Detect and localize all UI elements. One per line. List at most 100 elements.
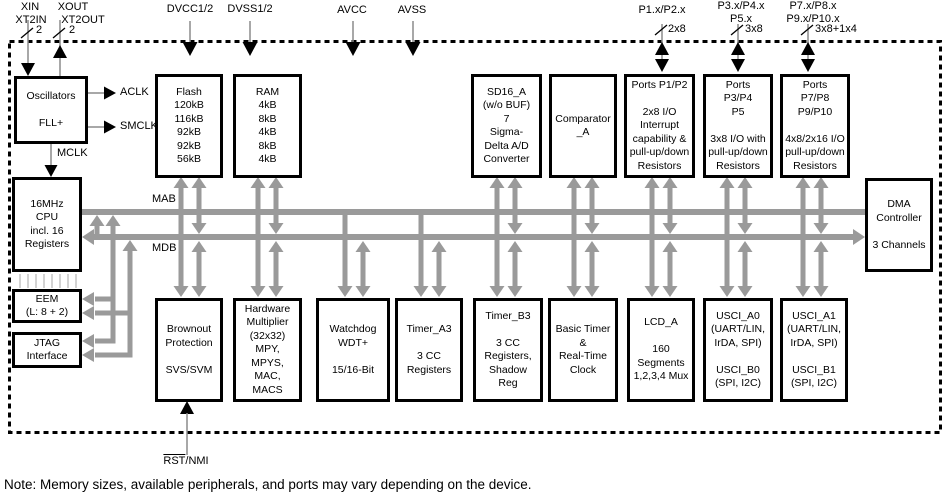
pin-label-dvss: DVSS1/2 [227, 3, 273, 15]
mab-bus [82, 209, 865, 215]
arrowhead [662, 286, 678, 297]
arrowhead [250, 177, 266, 188]
pin-label-p1-p2: P1.x/P2.x [638, 4, 686, 16]
arrowhead [191, 223, 207, 234]
block-usci-a1-b1: USCI_A1 (UART/LIN, IrDA, SPI) USCI_B1 (S… [780, 298, 848, 402]
arrowhead [489, 177, 505, 188]
signal-label-aclk: ACLK [120, 86, 149, 98]
arrowhead [813, 286, 829, 297]
block-basic-timer-rtc: Basic Timer & Real-Time Clock [548, 298, 618, 402]
p7-p10-in-arrowhead [801, 59, 815, 72]
bus-label-mab: MAB [152, 193, 176, 205]
bus-label-mdb: MDB [152, 242, 177, 254]
arrowhead [268, 177, 284, 188]
signal-label-mclk: MCLK [57, 147, 88, 159]
bus-width-p3-p5: 3x8 [745, 23, 763, 35]
xin-bus-slash [20, 27, 34, 39]
avcc-arrowhead [345, 42, 361, 56]
p1-p2-in-arrowhead [655, 59, 669, 72]
p3-p5-in-arrowhead [731, 59, 745, 72]
bus-width-xout: 2 [69, 24, 76, 36]
block-ports-p7-p10: Ports P7/P8 P9/P10 4x8/2x16 I/O pull-up/… [780, 74, 850, 178]
mdb-to-dma-arrowhead [853, 229, 865, 245]
arrowhead [82, 292, 94, 306]
mdb-to-cpu-arrowhead [82, 229, 94, 245]
arrowhead [105, 215, 121, 226]
block-jtag-interface: JTAG Interface [12, 332, 82, 368]
arrowhead [122, 240, 138, 251]
nmi-text: /NMI [185, 455, 209, 467]
arrowhead [507, 177, 523, 188]
rst-overline: RST [163, 455, 186, 467]
pin-label-p5: P5.x [729, 13, 753, 25]
arrowhead [813, 177, 829, 188]
block-oscillators: Oscillators FLL+ [14, 76, 88, 144]
pin-label-xout: XOUT [57, 1, 89, 13]
arrowhead [566, 286, 582, 297]
block-timer-a3: Timer_A3 3 CC Registers [395, 298, 463, 402]
arrowhead [82, 348, 94, 362]
pin-label-xin: XIN [20, 1, 40, 13]
arrowhead [584, 286, 600, 297]
arrowhead [662, 241, 678, 252]
block-ports-p1-p2: Ports P1/P2 2x8 I/O Interrupt capability… [624, 74, 695, 178]
arrowhead [813, 223, 829, 234]
arrowhead [173, 286, 189, 297]
block-usci-a0-b0: USCI_A0 (UART/LIN, IrDA, SPI) USCI_B0 (S… [703, 298, 773, 402]
p1-p2-out-arrowhead [655, 42, 669, 55]
arrowhead [431, 286, 447, 297]
block-dma-controller: DMA Controller 3 Channels [865, 178, 933, 272]
bus-width-xin: 2 [36, 24, 43, 36]
arrowhead [268, 241, 284, 252]
arrowhead [268, 223, 284, 234]
block-ports-p3-p4-p5: Ports P3/P4 P5 3x8 I/O with pull-up/down… [703, 74, 773, 178]
block-hardware-multiplier: Hardware Multiplier (32x32) MPY, MPYS, M… [233, 298, 302, 402]
dvss-arrowhead [242, 42, 258, 56]
arrowhead [813, 241, 829, 252]
rst-arrowhead [180, 401, 194, 414]
avss-arrowhead [405, 42, 421, 56]
pin-label-xt2out: XT2OUT [61, 14, 105, 26]
arrowhead [355, 286, 371, 297]
arrowhead [191, 177, 207, 188]
block-ram: RAM 4kB 8kB 4kB 8kB 4kB [233, 74, 302, 178]
note-text: Note: Memory sizes, available peripheral… [4, 477, 532, 492]
pin-label-dvcc: DVCC1/2 [166, 3, 214, 15]
block-eem: EEM (L: 8 + 2) [12, 289, 82, 323]
pin-label-xt2in: XT2IN [15, 14, 47, 26]
p7-p10-out-arrowhead [801, 42, 815, 55]
mclk-arrowhead [44, 165, 58, 177]
arrowhead [719, 286, 735, 297]
block-lcd-a: LCD_A 160 Segments 1,2,3,4 Mux [627, 298, 695, 402]
arrowhead [413, 286, 429, 297]
arrowhead [737, 286, 753, 297]
block-flash: Flash 120kB 116kB 92kB 92kB 56kB [155, 74, 223, 178]
pin-label-avss: AVSS [397, 4, 427, 16]
device-boundary [8, 40, 942, 434]
p7-p10-bus-slash [800, 24, 814, 36]
arrowhead [507, 241, 523, 252]
arrowhead [795, 286, 811, 297]
arrowhead [268, 286, 284, 297]
arrowhead [82, 306, 94, 320]
p3-p5-out-arrowhead [731, 42, 745, 55]
arrowhead [507, 223, 523, 234]
arrowhead [566, 177, 582, 188]
arrowhead [431, 241, 447, 252]
block-brownout-protection: Brownout Protection SVS/SVM [155, 298, 223, 402]
arrowhead [584, 223, 600, 234]
pin-label-rst-nmi: RST/NMI [163, 455, 208, 467]
smclk-arrowhead [104, 120, 116, 134]
pin-label-p7-p8: P7.x/P8.x [789, 0, 837, 12]
block-cpu: 16MHz CPU incl. 16 Registers [12, 177, 82, 272]
mdb-bus [93, 234, 853, 240]
signal-label-smclk: SMCLK [120, 120, 158, 132]
xout-bus-slash [52, 27, 66, 39]
block-timer-b3: Timer_B3 3 CC Registers, Shadow Reg [473, 298, 543, 402]
arrowhead [89, 215, 105, 226]
arrowhead [507, 286, 523, 297]
p3-p5-bus-slash [730, 24, 744, 36]
arrowhead [584, 241, 600, 252]
arrowhead [82, 334, 94, 348]
